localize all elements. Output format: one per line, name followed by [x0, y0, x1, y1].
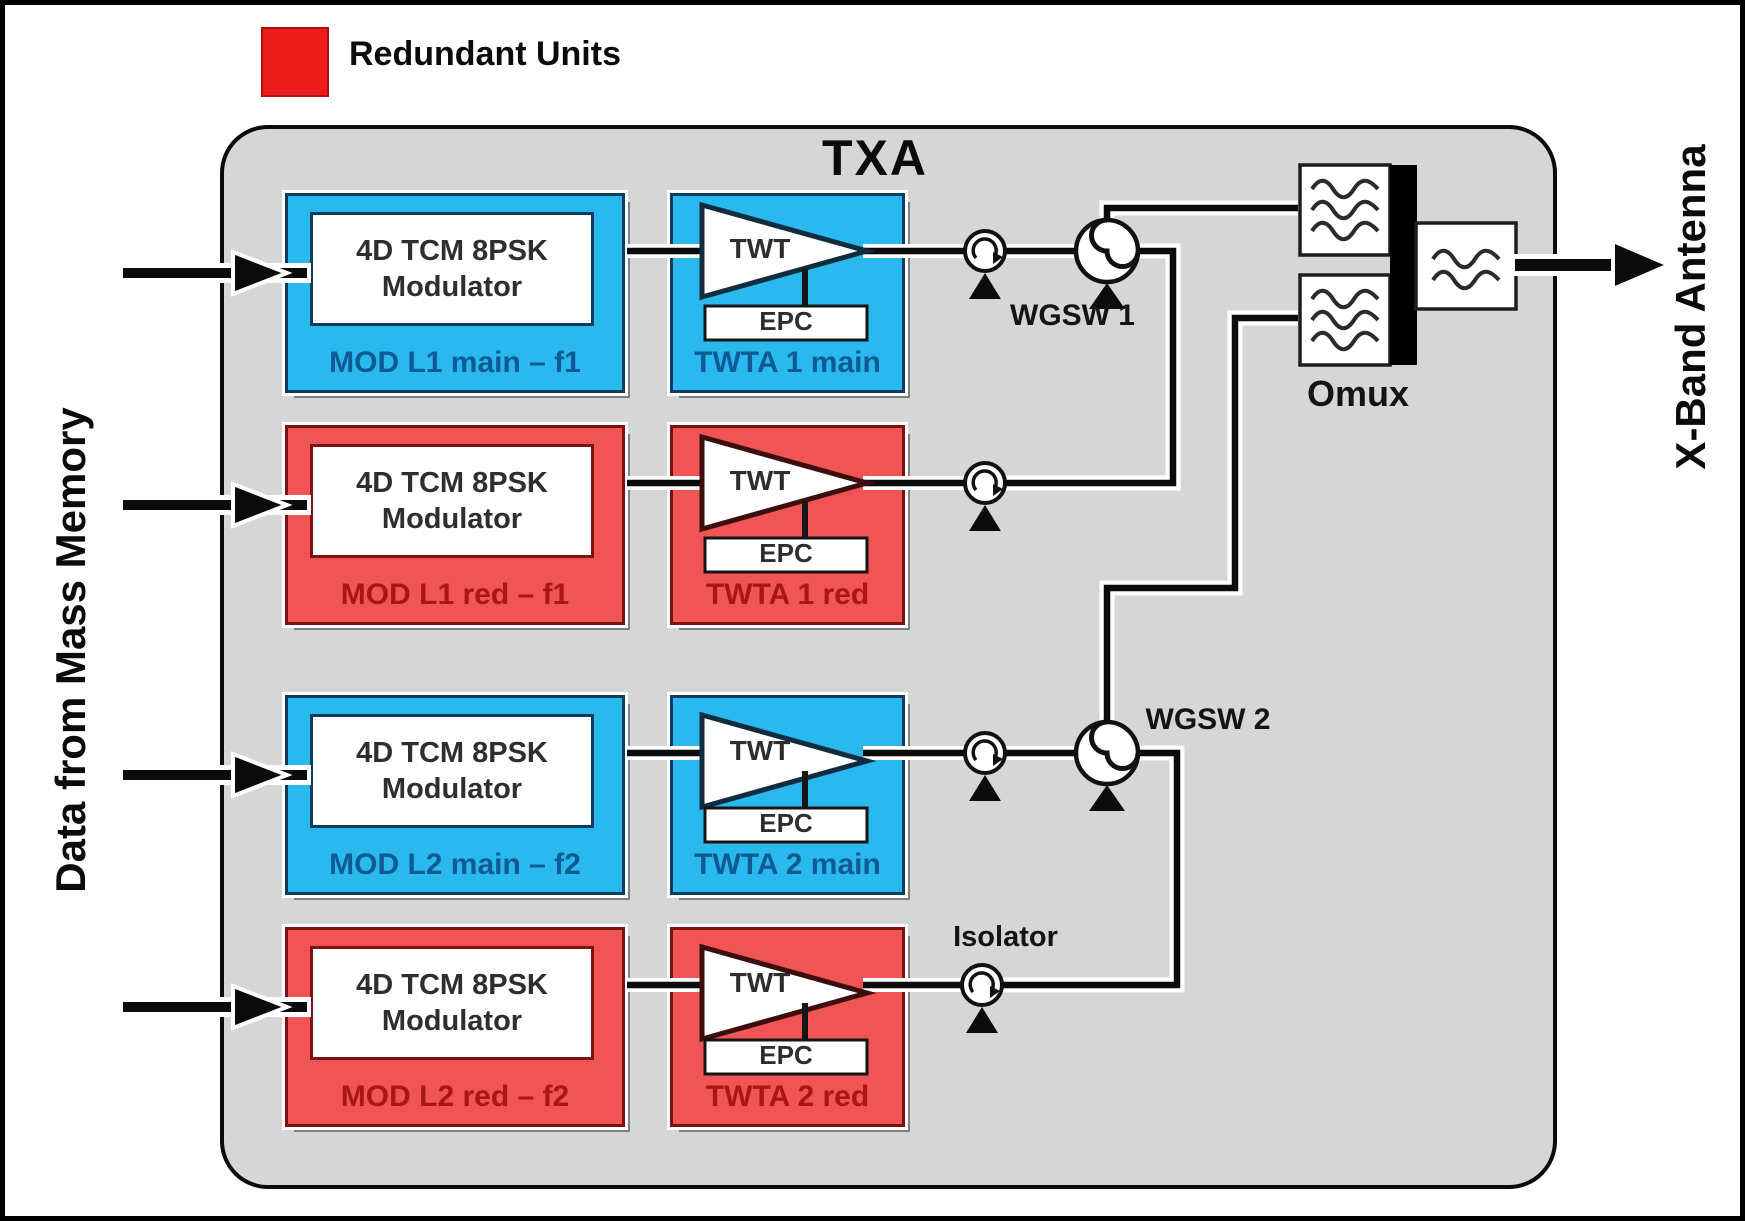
twt-label: TWT	[729, 735, 791, 766]
wgsw1-label: WGSW 1	[1010, 299, 1135, 332]
epc-label: EPC	[759, 808, 813, 838]
modulator-inner-box: 4D TCM 8PSK Modulator	[310, 946, 594, 1060]
modulator-text-line1: 4D TCM 8PSK	[356, 736, 548, 769]
twt-label: TWT	[729, 465, 791, 496]
twta-2-main-block: TWTA 2 main	[670, 695, 905, 895]
modulator-text-line1: 4D TCM 8PSK	[356, 234, 548, 267]
mod-block-label: MOD L1 red – f1	[340, 578, 570, 611]
twt-label: TWT	[729, 233, 791, 264]
x-band-antenna-label: X-Band Antenna	[1667, 144, 1714, 470]
mod-block-label: MOD L2 red – f2	[340, 1080, 570, 1113]
twt-label: TWT	[729, 967, 791, 998]
twta-1-main-block: TWTA 1 main	[670, 193, 905, 393]
twta-block-label: TWTA 1 main	[694, 346, 881, 379]
epc-label: EPC	[759, 538, 813, 568]
wgsw2-label: WGSW 2	[1145, 703, 1271, 736]
modulator-inner-box: 4D TCM 8PSK Modulator	[310, 212, 594, 326]
modulator-inner-box: 4D TCM 8PSK Modulator	[310, 714, 594, 828]
epc-label: EPC	[759, 306, 813, 336]
mod-l1-main-block: 4D TCM 8PSK Modulator MOD L1 main – f1	[285, 193, 625, 393]
modulator-text-line1: 4D TCM 8PSK	[356, 968, 548, 1001]
legend-label: Redundant Units	[349, 35, 621, 73]
isolator-label: Isolator	[953, 921, 1058, 953]
mod-block-label: MOD L1 main – f1	[329, 346, 581, 379]
twta-block-label: TWTA 2 main	[694, 848, 881, 881]
modulator-inner-box: 4D TCM 8PSK Modulator	[310, 444, 594, 558]
twta-block-label: TWTA 2 red	[705, 1080, 870, 1113]
twta-block-label: TWTA 1 red	[705, 578, 870, 611]
omux-label: Omux	[1306, 373, 1410, 414]
twta-2-red-block: TWTA 2 red	[670, 927, 905, 1127]
modulator-text-line2: Modulator	[381, 1005, 523, 1037]
txa-title: TXA	[822, 130, 928, 186]
modulator-text-line2: Modulator	[381, 503, 523, 535]
redundant-units-swatch-icon	[261, 27, 329, 97]
mod-block-label: MOD L2 main – f2	[329, 848, 581, 881]
modulator-text-line1: 4D TCM 8PSK	[356, 466, 548, 499]
modulator-text-line2: Modulator	[381, 271, 523, 303]
data-from-mass-memory-label: Data from Mass Memory	[47, 407, 94, 893]
mod-l2-red-block: 4D TCM 8PSK Modulator MOD L2 red – f2	[285, 927, 625, 1127]
mod-l2-main-block: 4D TCM 8PSK Modulator MOD L2 main – f2	[285, 695, 625, 895]
epc-label: EPC	[759, 1040, 813, 1070]
twta-1-red-block: TWTA 1 red	[670, 425, 905, 625]
modulator-text-line2: Modulator	[381, 773, 523, 805]
mod-l1-red-block: 4D TCM 8PSK Modulator MOD L1 red – f1	[285, 425, 625, 625]
